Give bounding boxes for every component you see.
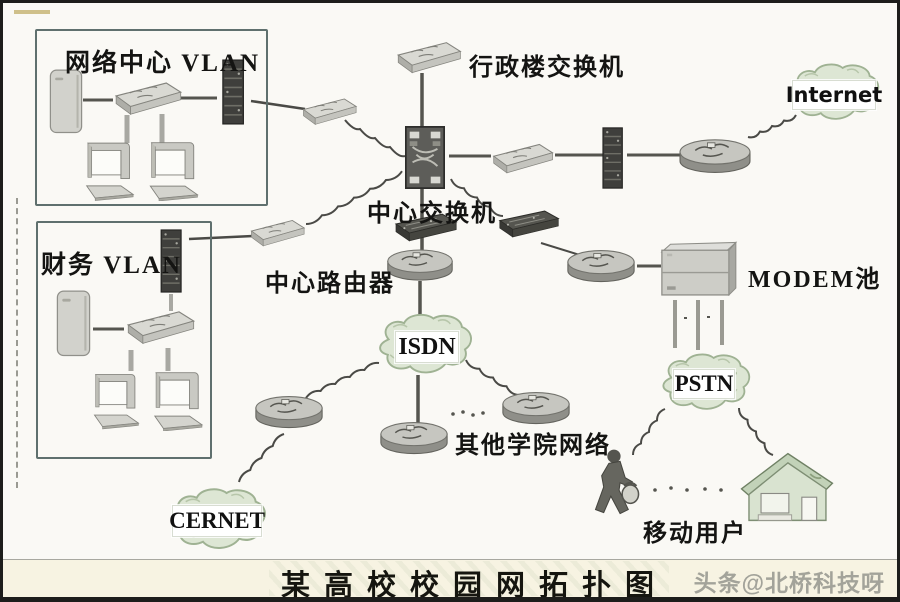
- left-dashed-line: [16, 198, 18, 488]
- college-router-icon: [255, 395, 323, 429]
- center-switch-label: 中心交换机: [367, 201, 497, 227]
- modem-pool-icon: [661, 241, 737, 296]
- house-icon: [740, 452, 834, 522]
- switch-icon: [302, 98, 357, 125]
- router-icon: [679, 139, 751, 174]
- topology-graphics: [49, 42, 880, 549]
- switch-icon: [250, 219, 305, 247]
- admin-building-switch-label: 行政楼交换机: [469, 55, 625, 81]
- finance-vlan-label: 财务 VLAN: [41, 252, 183, 279]
- cernet-label: CERNET: [169, 505, 265, 537]
- internet-label: Internet: [786, 80, 882, 110]
- router-icon: [567, 249, 635, 283]
- caption-strip: 某高校校园网拓扑图 头条@北桥科技呀: [3, 559, 897, 597]
- scan-artifact-mark: [14, 10, 50, 14]
- ellipsis-dots: [451, 410, 723, 492]
- dark-switch-icon: [499, 210, 559, 238]
- college-router-icon: [502, 391, 570, 425]
- network-center-vlan-box: [35, 29, 268, 206]
- college-router-icon: [380, 421, 448, 455]
- mobile-users-label: 移动用户: [643, 521, 747, 547]
- other-college-networks-label: 其他学院网络: [455, 433, 611, 459]
- switch-icon: [493, 143, 554, 174]
- center-router-icon: [387, 249, 453, 281]
- pstn-label: PSTN: [673, 369, 735, 399]
- rack-switch-icon: [602, 126, 624, 190]
- caption-texture: [269, 561, 669, 596]
- isdn-label: ISDN: [395, 331, 459, 363]
- center-switch-icon: [404, 125, 446, 190]
- diagram-title: 某高校校园网拓扑图: [281, 570, 669, 602]
- modem-pool-label: MODEM池: [748, 267, 882, 293]
- connection-lines: [83, 73, 797, 492]
- admin-building-switch-icon: [397, 42, 461, 74]
- network-center-vlan-label: 网络中心 VLAN: [65, 50, 261, 77]
- center-router-label: 中心路由器: [265, 271, 395, 297]
- watermark-text: 头条@北桥科技呀: [693, 570, 885, 596]
- finance-vlan-box: [36, 221, 212, 459]
